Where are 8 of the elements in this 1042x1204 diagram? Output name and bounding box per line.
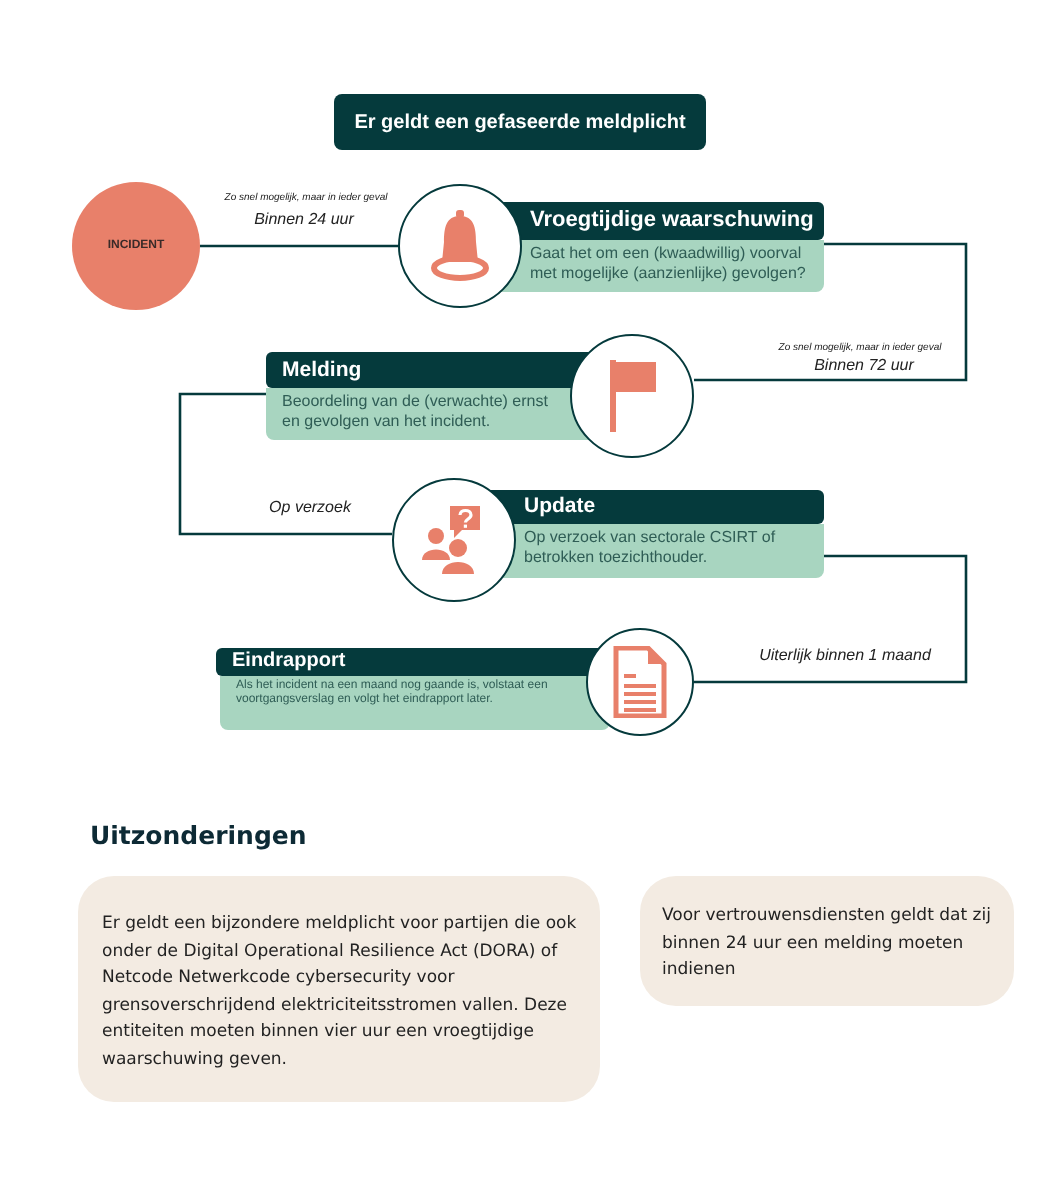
connector-line bbox=[200, 244, 398, 248]
note-box: Er geldt een bijzondere meldplicht voor partijen die ook onder de Digital Operational Resilience Act (DORA) of Netcode Netwerkcode cybersecurity voor grensoverschrijdend elektriciteitsstromen vallen. Deze entiteiten moeten binnen vier uur een vroegtijdige waarschuwing geven. bbox=[78, 876, 600, 1102]
section-heading: Uitzonderingen bbox=[90, 824, 309, 849]
connector-line bbox=[694, 242, 968, 382]
connector-line bbox=[694, 554, 968, 684]
connector-line bbox=[178, 392, 392, 536]
note-box: Voor vertrouwensdiensten geldt dat zij binnen 24 uur een melding moeten indienen bbox=[640, 876, 1014, 1006]
title-banner: Er geldt een gefaseerde meldplicht bbox=[334, 94, 706, 150]
